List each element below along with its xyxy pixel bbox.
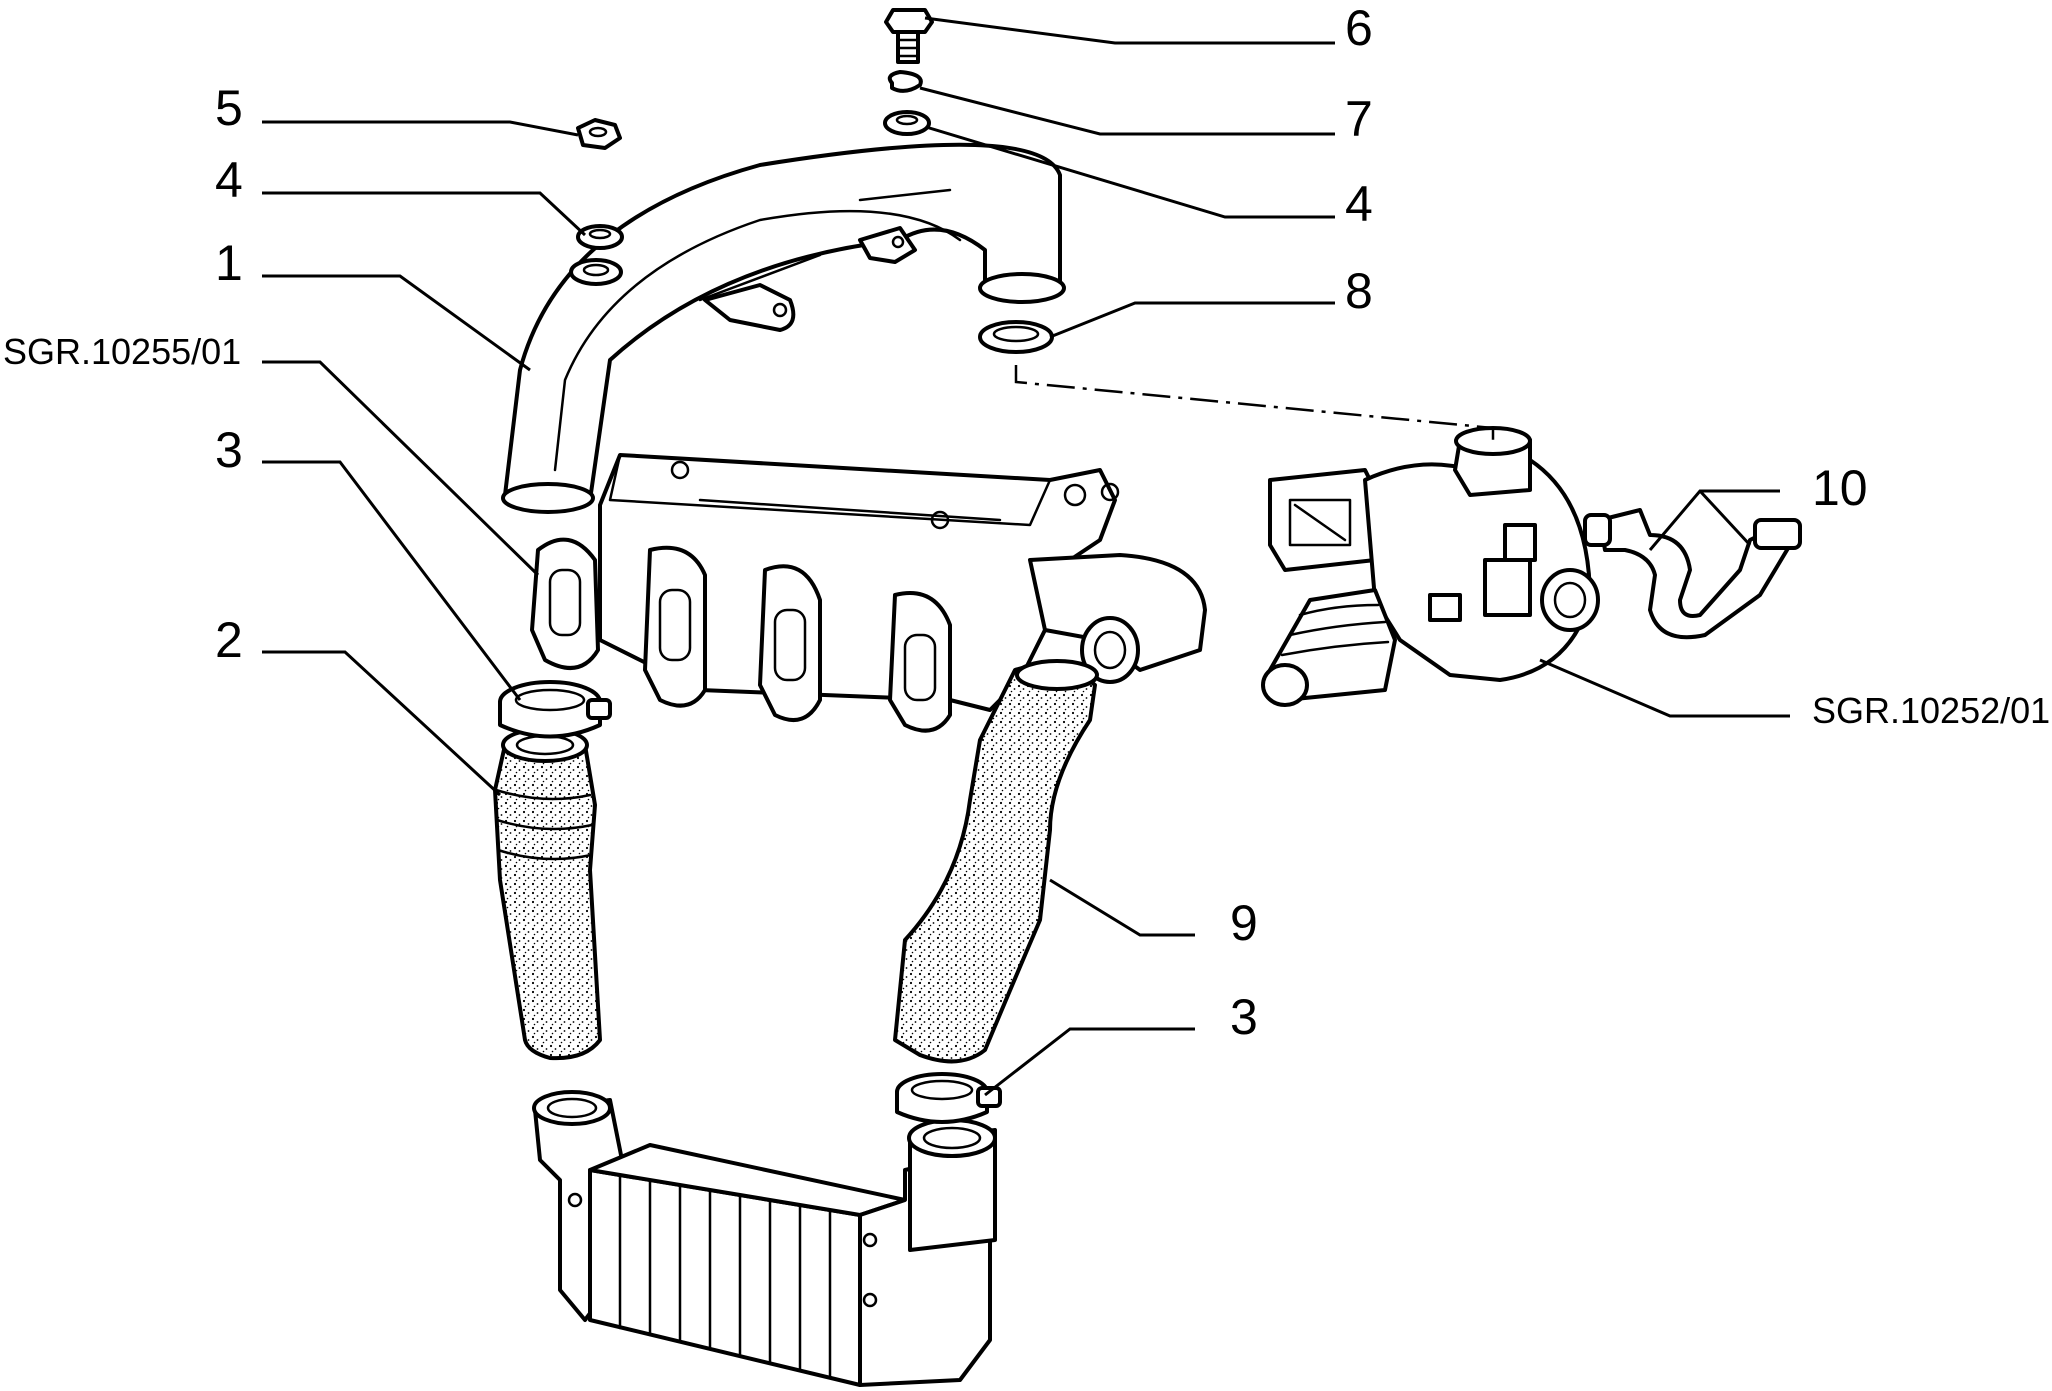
callout-9: 9 [1230, 895, 1258, 951]
washer-left [569, 224, 624, 286]
leader-sgr-10255 [262, 360, 540, 577]
hose-right [893, 659, 1099, 1064]
leader-8 [1049, 301, 1335, 339]
hose-left [493, 727, 602, 1061]
intercooler [532, 1090, 997, 1387]
callout-10: 10 [1812, 460, 1868, 516]
callout-sgr-10255: SGR.10255/01 [3, 331, 241, 372]
callout-6: 6 [1345, 0, 1373, 56]
nut [576, 118, 622, 150]
exhaust-manifold [598, 453, 1207, 733]
callout-5: 5 [215, 80, 243, 136]
leader-1 [262, 274, 531, 372]
callout-8: 8 [1345, 263, 1373, 319]
assembly-axis-line [1014, 365, 1495, 445]
lock-washer [887, 70, 923, 93]
leader-4-right [925, 125, 1335, 219]
callout-sgr-10252: SGR.10252/01 [1812, 690, 2050, 731]
manifold-gasket [530, 537, 600, 670]
callout-labels: 6 7 4 8 5 4 1 SGR.10255/01 3 2 10 SGR.10… [3, 0, 2050, 1045]
callout-7: 7 [1345, 91, 1373, 147]
callout-4-left: 4 [215, 152, 243, 208]
leader-7 [919, 86, 1335, 136]
leader-lines [262, 16, 1790, 1097]
o-ring [978, 320, 1054, 354]
leader-3-left [262, 460, 522, 701]
callout-3-left: 3 [215, 422, 243, 478]
leader-10-b [1698, 489, 1752, 547]
leader-3-right [984, 1027, 1195, 1097]
leader-2 [262, 650, 502, 797]
leader-9 [1049, 878, 1195, 937]
callout-3-right: 3 [1230, 989, 1258, 1045]
clamp-left [498, 680, 612, 739]
callout-1: 1 [215, 235, 243, 291]
leader-sgr-10252 [1539, 658, 1790, 718]
upper-pipe [501, 142, 1066, 514]
leader-4-left [262, 191, 587, 237]
washer-right [883, 110, 931, 136]
leader-5 [262, 120, 579, 137]
leader-6 [924, 16, 1335, 45]
callout-2: 2 [215, 612, 243, 668]
turbocharger [1261, 426, 1600, 707]
clamp-right [895, 1072, 1002, 1124]
callout-4-right: 4 [1345, 176, 1373, 232]
bolt [884, 8, 934, 64]
oil-pipe [1583, 508, 1802, 640]
